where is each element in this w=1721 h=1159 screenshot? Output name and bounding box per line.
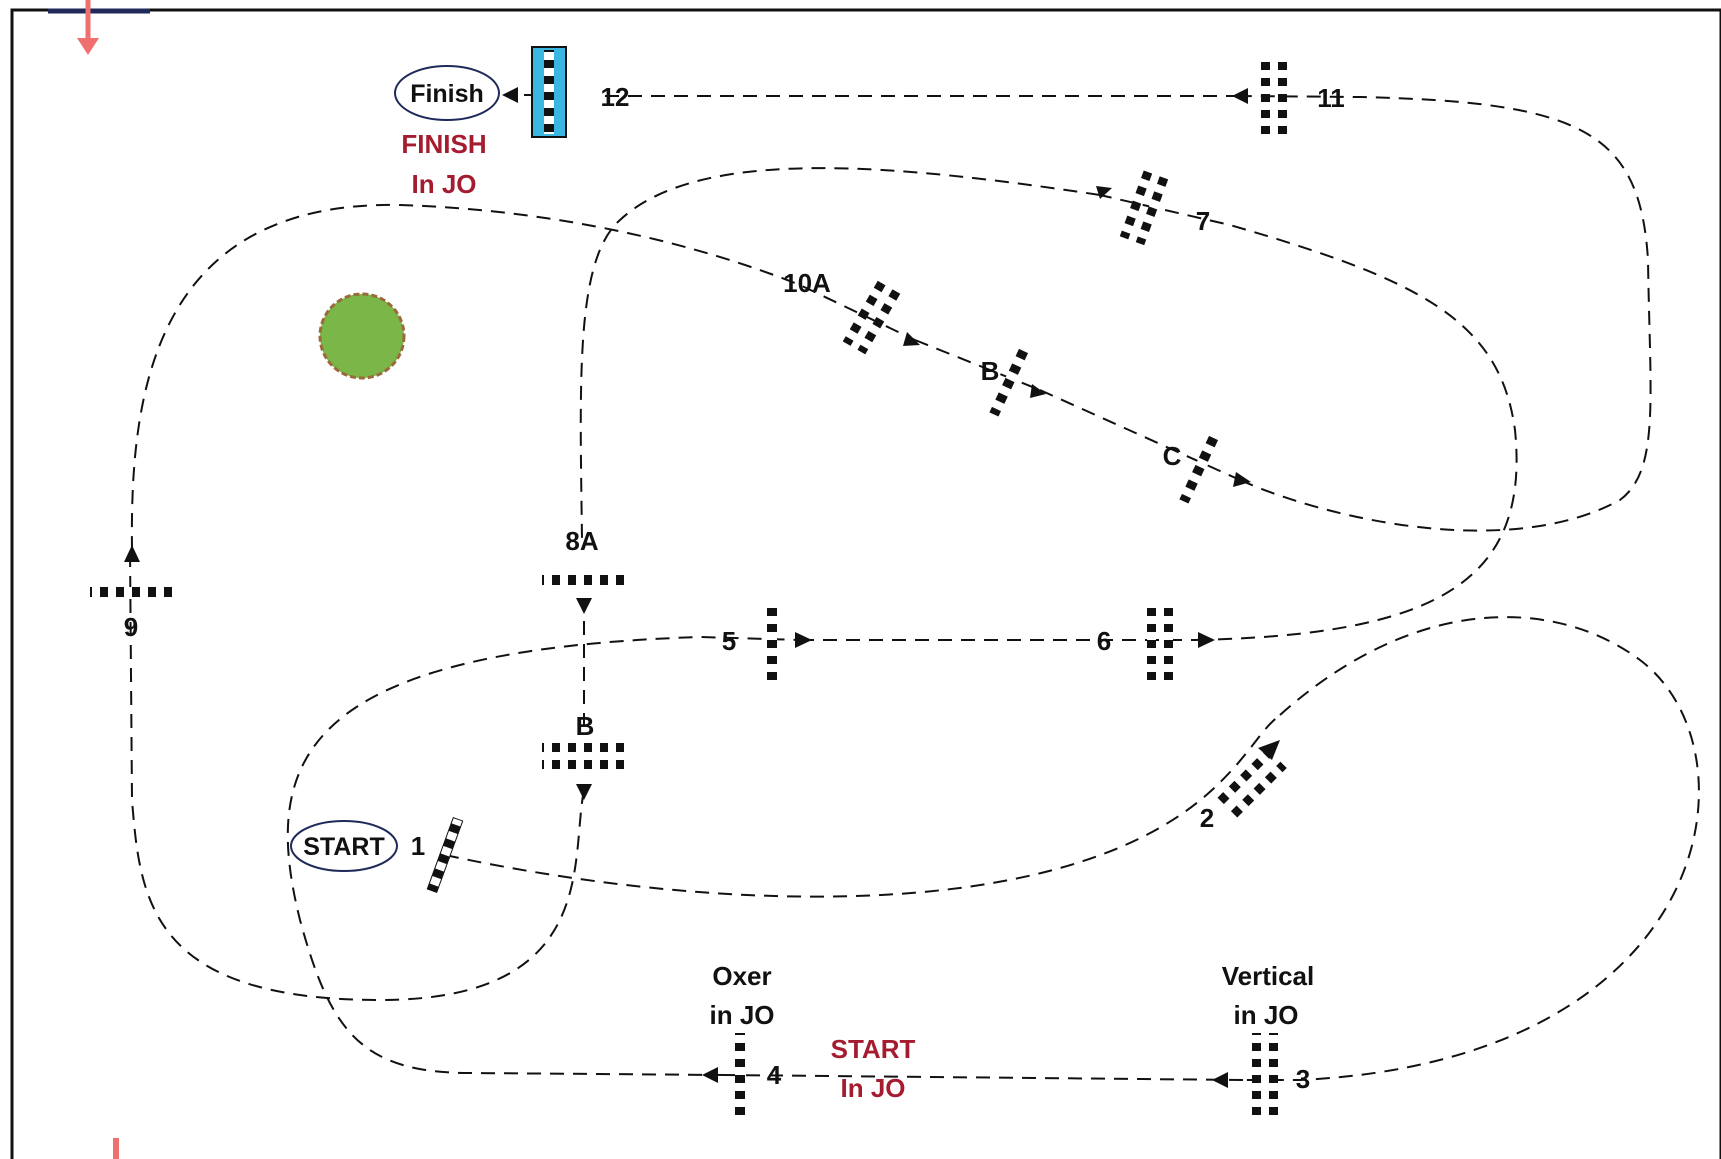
entry-arrow-icon bbox=[77, 0, 99, 55]
fence-10b-label: B bbox=[981, 356, 1000, 386]
fence-4 bbox=[735, 1033, 745, 1117]
direction-arrow-icon bbox=[124, 87, 1280, 1088]
fence-9-label: 9 bbox=[124, 612, 138, 642]
fence-7 bbox=[1119, 164, 1171, 246]
fence-10b bbox=[989, 343, 1031, 417]
course-route bbox=[129, 94, 1700, 1081]
fence-11-label: 11 bbox=[1317, 83, 1345, 113]
fence-8a bbox=[542, 575, 626, 585]
vertical-in-jo-line2: in JO bbox=[1233, 1000, 1298, 1030]
fence-12-label: 12 bbox=[601, 82, 630, 112]
fence-5-label: 5 bbox=[722, 626, 736, 656]
fence-6 bbox=[1147, 600, 1173, 680]
vertical-in-jo-line1: Vertical bbox=[1222, 961, 1315, 991]
finish-in-jo-line1: FINISH bbox=[401, 129, 486, 159]
tree-icon bbox=[318, 292, 406, 380]
fence-2-label: 2 bbox=[1200, 803, 1214, 833]
fence-10c bbox=[1179, 430, 1221, 504]
fence-12 bbox=[531, 46, 567, 138]
fence-3 bbox=[1252, 1033, 1278, 1117]
fence-1 bbox=[426, 816, 464, 894]
start-label: START bbox=[303, 833, 384, 861]
start-in-jo-line2: In JO bbox=[840, 1073, 905, 1103]
fence-1-label: 1 bbox=[411, 831, 425, 861]
fence-7-label: 7 bbox=[1196, 206, 1210, 236]
fence-2 bbox=[1213, 748, 1287, 822]
fence-8a-label: 8A bbox=[565, 526, 598, 556]
finish-in-jo-line2: In JO bbox=[411, 169, 476, 199]
finish-oval: Finish bbox=[394, 65, 500, 121]
arena-border bbox=[10, 8, 1721, 1159]
start-in-jo-line1: START bbox=[831, 1034, 916, 1064]
fence-4-label: 4 bbox=[767, 1060, 782, 1090]
finish-label: Finish bbox=[410, 80, 484, 108]
oxer-in-jo-line1: Oxer bbox=[712, 961, 771, 991]
fence-6-label: 6 bbox=[1097, 626, 1111, 656]
start-oval: START bbox=[290, 820, 398, 872]
oxer-in-jo-line2: in JO bbox=[709, 1000, 774, 1030]
fence-10a bbox=[842, 275, 904, 355]
fence-8b bbox=[542, 743, 626, 769]
fence-10c-label: C bbox=[1163, 441, 1182, 471]
fence-9 bbox=[90, 587, 174, 597]
fence-5 bbox=[767, 600, 777, 680]
fence-10a-label: 10A bbox=[783, 268, 831, 298]
fence-8b-label: B bbox=[576, 711, 595, 741]
fence-3-label: 3 bbox=[1296, 1064, 1310, 1094]
fence-11 bbox=[1261, 54, 1287, 134]
